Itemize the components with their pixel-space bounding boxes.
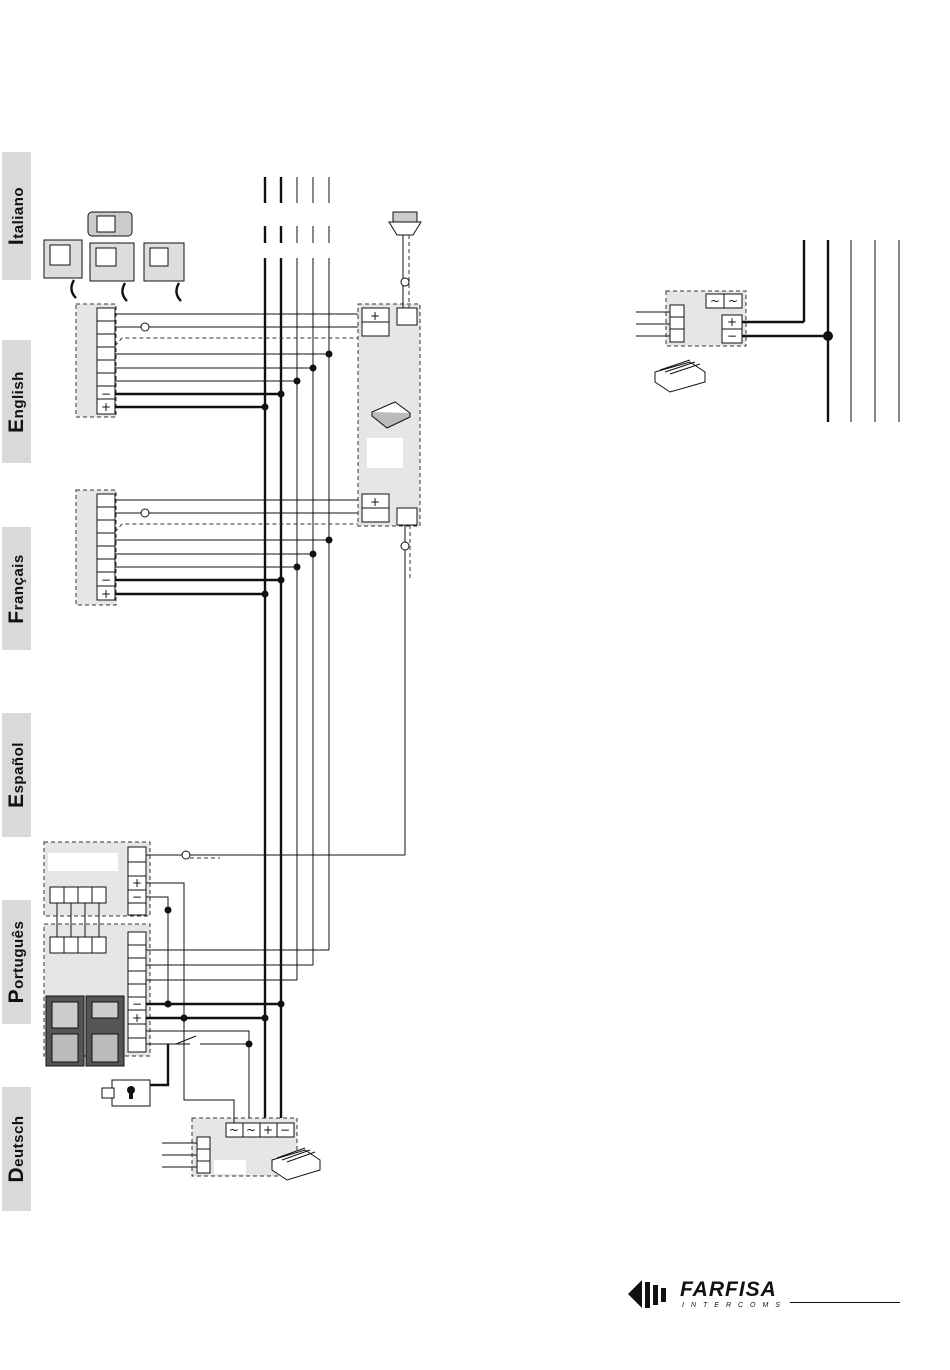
riser-bus <box>265 177 329 1130</box>
monitor-icon <box>44 212 184 301</box>
apartment-station-2: − + <box>76 490 116 605</box>
terminal-plus: + <box>132 1011 142 1025</box>
station-1-wires <box>115 314 362 411</box>
terminal-plus: + <box>727 315 737 329</box>
door-panel: + − − + <box>44 842 150 1066</box>
terminal-plus: + <box>101 400 111 414</box>
power-supply-icon <box>655 360 705 392</box>
distribution-module: + + <box>358 304 420 526</box>
farfisa-logo-icon <box>626 1276 678 1316</box>
terminal-minus: − <box>280 1123 290 1137</box>
terminal-minus: − <box>101 387 111 401</box>
brand-name: FARFISA <box>680 1278 777 1302</box>
terminal-minus: − <box>132 997 142 1011</box>
brand-subtitle: INTERCOMS <box>682 1302 787 1309</box>
apartment-station-1: − + <box>76 304 116 417</box>
terminal-plus: + <box>101 587 111 601</box>
terminal-ac: ~ <box>728 294 738 308</box>
terminal-minus: − <box>727 329 737 343</box>
terminal-ac: ~ <box>710 294 720 308</box>
brand-logo: FARFISA INTERCOMS <box>626 1276 906 1326</box>
electric-lock-icon <box>102 1080 150 1106</box>
terminal-plus: + <box>370 309 380 323</box>
terminal-plus: + <box>132 876 142 890</box>
power-supply-top: ~ ~ + − <box>636 240 899 422</box>
terminal-ac: ~ <box>246 1123 256 1137</box>
station-2-wires <box>115 500 362 598</box>
brand-underline <box>790 1302 900 1303</box>
terminal-plus: + <box>370 495 380 509</box>
terminal-plus: + <box>263 1123 273 1137</box>
terminal-minus: − <box>101 573 111 587</box>
door-panel-wires <box>146 851 405 1130</box>
terminal-ac: ~ <box>229 1123 239 1137</box>
power-supply-bottom: ~ ~ + − <box>162 1010 320 1180</box>
terminal-minus: − <box>132 890 142 904</box>
